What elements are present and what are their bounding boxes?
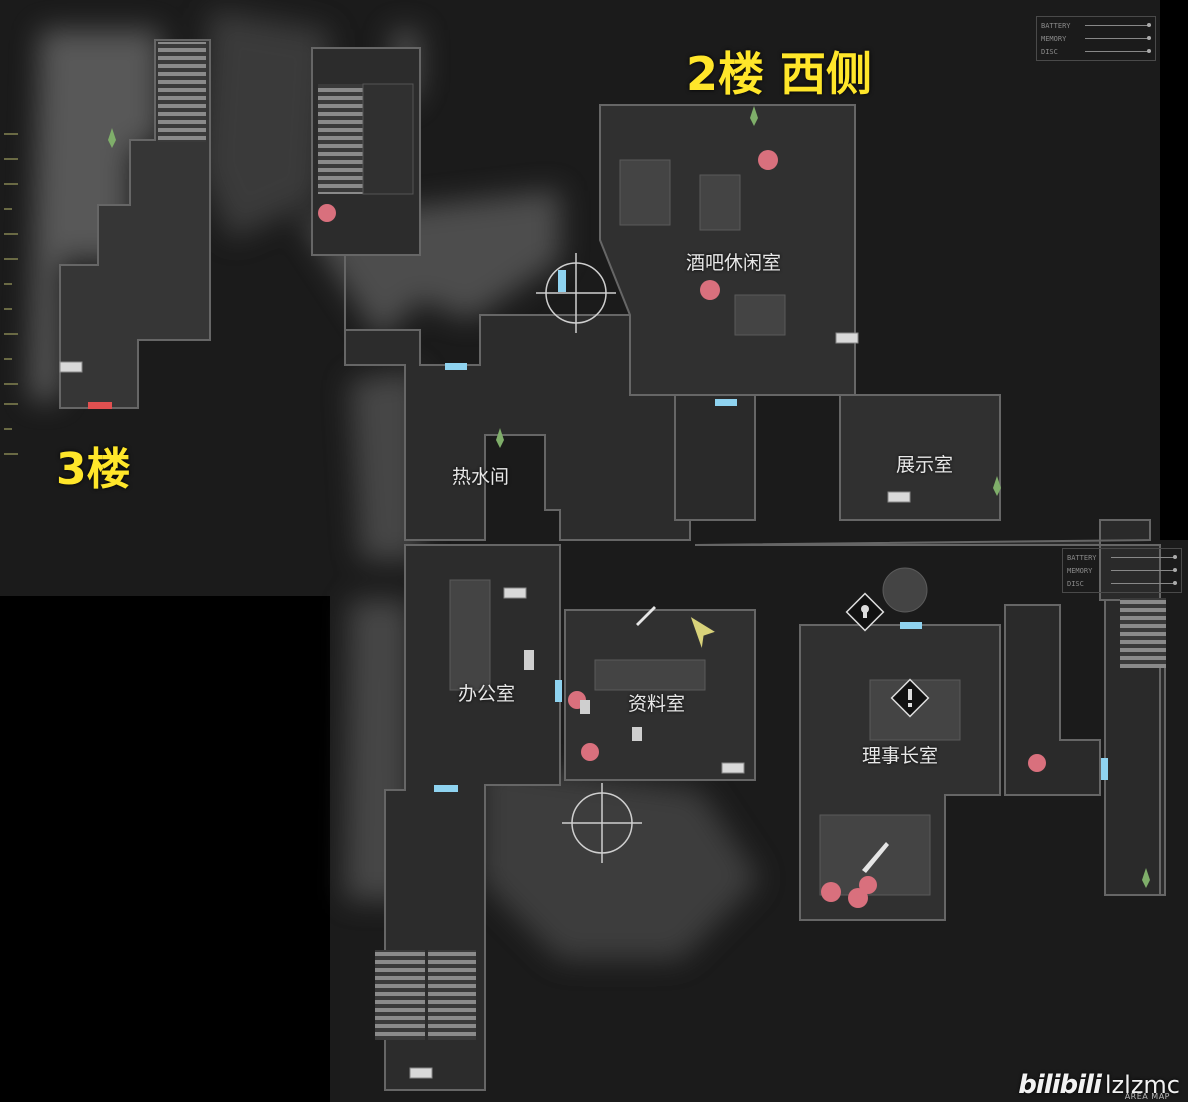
flower-icon[interactable]: [318, 150, 1046, 908]
crosshair-icon: [536, 253, 642, 863]
status-panel-bottom: BATTERY MEMORY DISC: [1062, 548, 1182, 593]
status-panel-top: BATTERY MEMORY DISC: [1036, 16, 1156, 61]
player-arrow-icon: [689, 614, 718, 651]
room-label-director: 理事长室: [862, 745, 939, 767]
room-label-bar-lounge: 酒吧休闲室: [686, 252, 782, 274]
knife-icon[interactable]: [862, 842, 889, 873]
door-bar-south: [715, 399, 737, 406]
ruler-ticks: [4, 133, 18, 455]
door-hot-water: [445, 363, 467, 370]
door-east-corridor: [1101, 758, 1108, 780]
exclamation-icon[interactable]: [890, 678, 930, 718]
bilibili-logo: bilibili: [1018, 1070, 1102, 1100]
stairs-lower-left-b: [428, 950, 476, 1040]
knife-icon[interactable]: [636, 606, 656, 626]
fog-of-war: [30, 10, 760, 960]
stairs-upper: [318, 84, 363, 194]
room-label-archive: 资料室: [628, 693, 686, 715]
area-map-tag: AREA MAP: [1124, 1092, 1170, 1101]
stairs-lower-right: [1120, 598, 1166, 668]
floor-label-3f: 3楼: [56, 444, 131, 495]
door-office-south: [434, 785, 458, 792]
document-icon[interactable]: [524, 650, 642, 741]
stairs-floor3: [158, 42, 206, 142]
room-label-exhibition: 展示室: [896, 454, 954, 476]
stairs-lower-left-a: [375, 950, 425, 1040]
watermark-user: lzlzmc: [1104, 1071, 1180, 1099]
plant-icon[interactable]: [108, 106, 1150, 888]
doors[interactable]: [434, 270, 1108, 792]
door-office-archive: [555, 680, 562, 702]
locked-door-floor3[interactable]: [88, 402, 112, 409]
keyhole-icon[interactable]: [845, 592, 885, 632]
save-point-icon[interactable]: [59, 332, 911, 1079]
door-bar-west: [558, 270, 566, 292]
floor-label-2f-west: 2楼 西侧: [686, 47, 873, 101]
room-label-hot-water: 热水间: [452, 466, 510, 488]
room-label-office: 办公室: [458, 683, 516, 705]
door-director-north: [900, 622, 922, 629]
